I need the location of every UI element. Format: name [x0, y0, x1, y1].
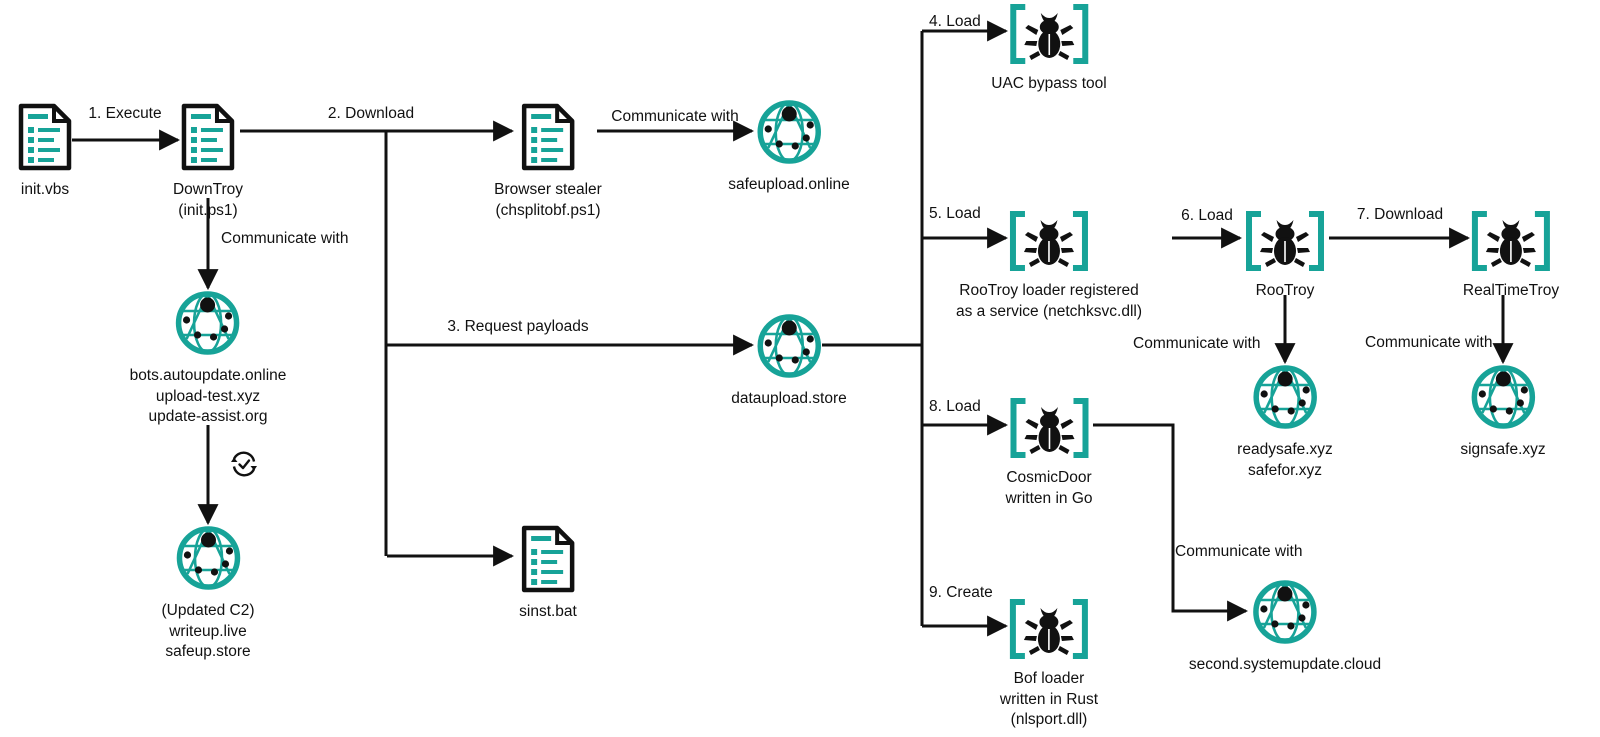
node-dataupload-store[interactable]: dataupload.store	[731, 312, 847, 410]
node-label: bots.autoupdate.online upload-test.xyz u…	[129, 367, 287, 426]
edge-label-comm-cosmicdoor: Communicate with	[1175, 543, 1303, 560]
node-updated-c2[interactable]: (Updated C2) writeup.live safeup.store	[161, 524, 255, 663]
edge-label-step2: 2. Download	[327, 105, 415, 122]
node-uac-bypass-tool[interactable]: UAC bypass tool	[991, 3, 1107, 95]
edge-label-comm-realtimetroy: Communicate with	[1365, 334, 1493, 351]
network-icon	[174, 289, 242, 362]
edge-label-step4: 4. Load	[929, 13, 981, 30]
document-icon	[181, 103, 235, 176]
node-label: Browser stealer (chsplitobf.ps1)	[494, 181, 602, 219]
document-icon	[18, 103, 72, 176]
edge-label-step6: 6. Load	[1181, 207, 1233, 224]
node-label: RooTroy	[1255, 282, 1315, 299]
node-label: readysafe.xyz safefor.xyz	[1237, 441, 1333, 479]
malware-icon	[1006, 210, 1092, 277]
network-icon	[755, 312, 823, 385]
edge-label-step7: 7. Download	[1356, 206, 1444, 223]
node-bof-loader[interactable]: Bof loader written in Rust (nlsport.dll)	[1000, 598, 1098, 731]
document-icon	[521, 525, 575, 598]
edge-label-comm-downtroy: Communicate with	[221, 230, 349, 247]
node-label: RooTroy loader registered as a service (…	[955, 282, 1143, 320]
edge-label-step3: 3. Request payloads	[447, 318, 589, 335]
node-label: RealTimeTroy	[1462, 282, 1560, 299]
connector-cosmicdoor-second	[1093, 423, 1249, 622]
node-label: init.vbs	[20, 181, 70, 198]
network-icon	[1469, 363, 1537, 436]
malware-icon	[1006, 598, 1092, 665]
document-icon	[521, 103, 575, 176]
network-icon	[174, 524, 242, 597]
edge-label-step5: 5. Load	[929, 205, 981, 222]
node-init-vbs[interactable]: init.vbs	[18, 103, 72, 201]
malware-icon	[1006, 397, 1092, 464]
node-label: signsafe.xyz	[1460, 441, 1546, 458]
edge-label-step8: 8. Load	[929, 398, 981, 415]
edge-label-step9: 9. Create	[929, 584, 993, 601]
node-label: UAC bypass tool	[991, 75, 1107, 92]
network-icon	[755, 98, 823, 171]
node-bots-autoupdate[interactable]: bots.autoupdate.online upload-test.xyz u…	[129, 289, 287, 428]
node-safeupload-online[interactable]: safeupload.online	[728, 98, 850, 196]
node-rootroy[interactable]: RooTroy	[1242, 210, 1328, 302]
node-label: CosmicDoor written in Go	[1005, 469, 1093, 507]
node-second-systemupdate[interactable]: second.systemupdate.cloud	[1189, 578, 1381, 676]
node-label: Bof loader written in Rust (nlsport.dll)	[999, 670, 1099, 729]
node-sinst-bat[interactable]: sinst.bat	[519, 525, 577, 623]
node-signsafe-xyz[interactable]: signsafe.xyz	[1460, 363, 1546, 461]
node-realtimetroy[interactable]: RealTimeTroy	[1463, 210, 1559, 302]
edge-label-comm-rootroy: Communicate with	[1133, 335, 1261, 352]
node-label: DownTroy (init.ps1)	[172, 181, 244, 219]
node-label: second.systemupdate.cloud	[1188, 656, 1382, 673]
node-label: safeupload.online	[728, 176, 850, 193]
edge-label-step1: 1. Execute	[88, 105, 162, 122]
node-rootroy-loader[interactable]: RooTroy loader registered as a service (…	[956, 210, 1142, 322]
node-label: dataupload.store	[731, 390, 847, 407]
node-readysafe-xyz[interactable]: readysafe.xyz safefor.xyz	[1237, 363, 1333, 481]
malware-icon	[1242, 210, 1328, 277]
edge-label-comm-stealer: Communicate with	[611, 108, 739, 125]
node-browser-stealer[interactable]: Browser stealer (chsplitobf.ps1)	[494, 103, 602, 221]
node-cosmicdoor[interactable]: CosmicDoor written in Go	[1005, 397, 1093, 509]
malware-icon	[1468, 210, 1554, 277]
refresh-check-icon	[227, 447, 261, 486]
network-icon	[1251, 363, 1319, 436]
network-icon	[1251, 578, 1319, 651]
node-label: (Updated C2) writeup.live safeup.store	[161, 602, 255, 661]
node-label: sinst.bat	[519, 603, 577, 620]
malware-icon	[1006, 3, 1092, 70]
node-update-marker	[227, 447, 261, 486]
node-downtroy[interactable]: DownTroy (init.ps1)	[173, 103, 243, 221]
